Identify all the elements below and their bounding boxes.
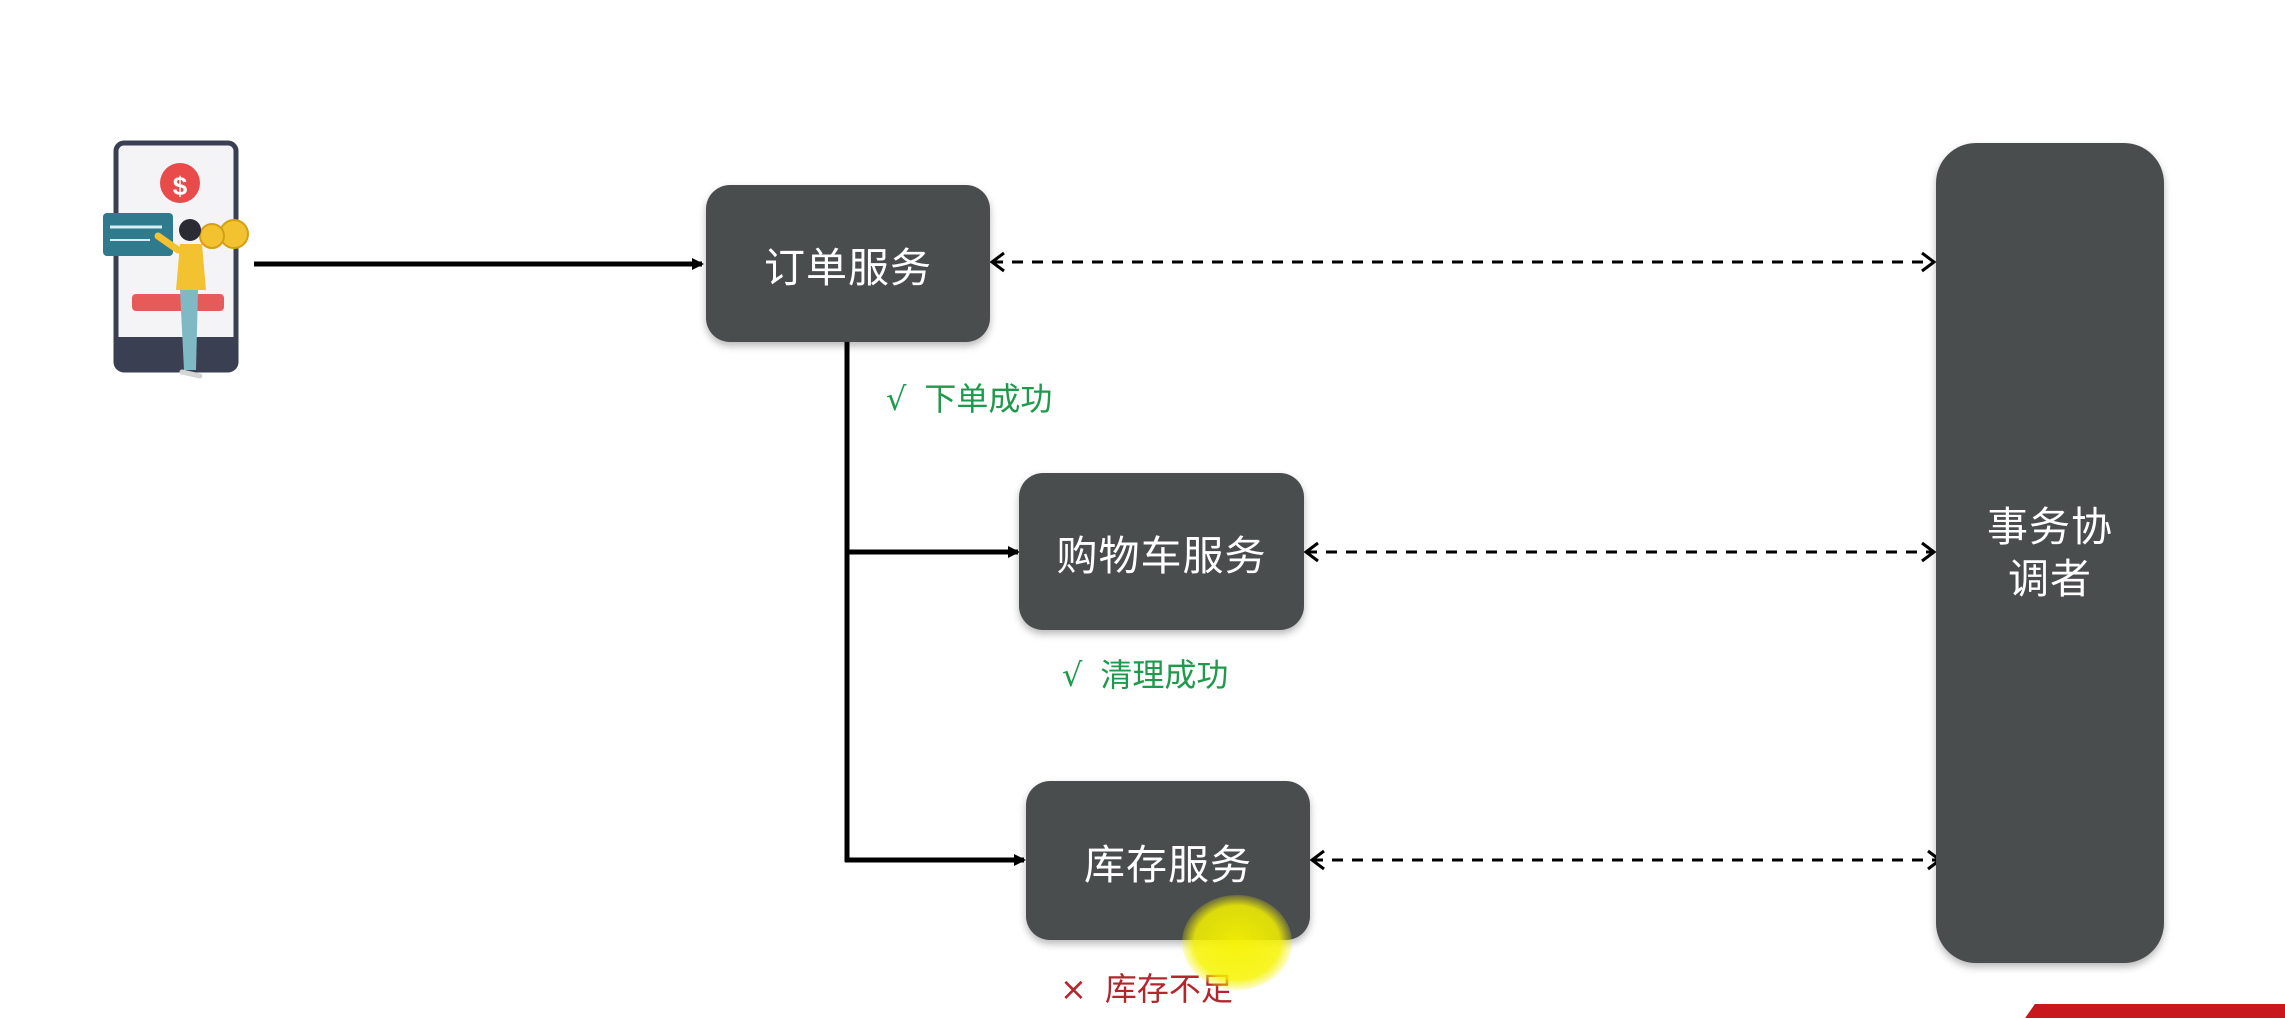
cursor-highlight [1182,895,1292,990]
order-service-label: 订单服务 [764,243,932,292]
cross-mark-icon: × [1060,970,1087,1008]
coordinator-label-line1: 事务协 [1987,503,2113,551]
order-status: √ 下单成功 [886,374,1052,420]
inventory-service-label: 库存服务 [1084,840,1252,889]
cart-status-text: 清理成功 [1100,656,1229,694]
check-mark-icon: √ [886,380,907,418]
cart-service-label: 购物车服务 [1056,531,1267,580]
transaction-coordinator-node: 事务协 调者 [1936,143,2164,963]
cart-service-node: 购物车服务 [1019,473,1304,630]
cart-status: √ 清理成功 [1062,650,1228,696]
order-service-node: 订单服务 [706,185,990,342]
check-mark-icon: √ [1062,656,1083,694]
coordinator-label-line2: 调者 [2008,555,2092,603]
order-status-text: 下单成功 [924,380,1053,418]
svg-text:$: $ [173,171,188,201]
mobile-payment-user-icon: $ [103,140,249,379]
